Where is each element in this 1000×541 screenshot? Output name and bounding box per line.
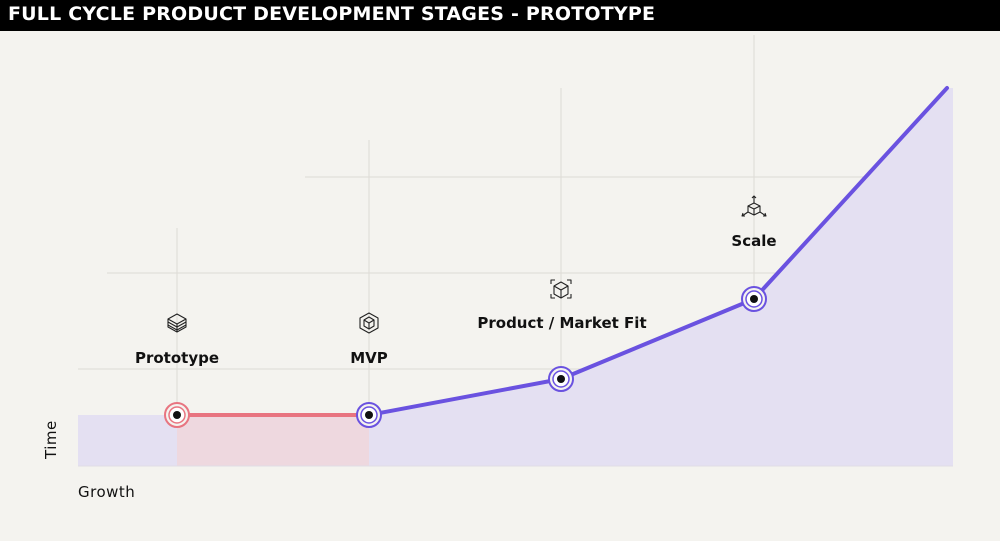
stage-marker-prototype xyxy=(164,402,190,428)
x-axis-label: Growth xyxy=(78,483,135,501)
expanding-cube-icon xyxy=(741,195,767,217)
page-title: FULL CYCLE PRODUCT DEVELOPMENT STAGES - … xyxy=(8,3,656,25)
growth-area-fill xyxy=(78,88,953,466)
y-axis-label: Time xyxy=(42,420,60,460)
framed-cube-icon xyxy=(550,279,572,299)
layers-cube-icon xyxy=(167,313,187,333)
stage-marker-scale xyxy=(741,286,767,312)
title-bar: FULL CYCLE PRODUCT DEVELOPMENT STAGES - … xyxy=(0,0,1000,31)
stage-label-prototype: Prototype xyxy=(135,349,219,367)
hexagon-cube-icon xyxy=(359,312,379,334)
stage-label-product-market-fit: Product / Market Fit xyxy=(477,314,646,332)
growth-line xyxy=(367,86,949,417)
stage-marker-product-market-fit xyxy=(548,366,574,392)
stage-marker-mvp xyxy=(356,402,382,428)
active-stage-fill xyxy=(177,415,369,466)
stage-label-scale: Scale xyxy=(731,232,776,250)
stage-label-mvp: MVP xyxy=(350,349,388,367)
